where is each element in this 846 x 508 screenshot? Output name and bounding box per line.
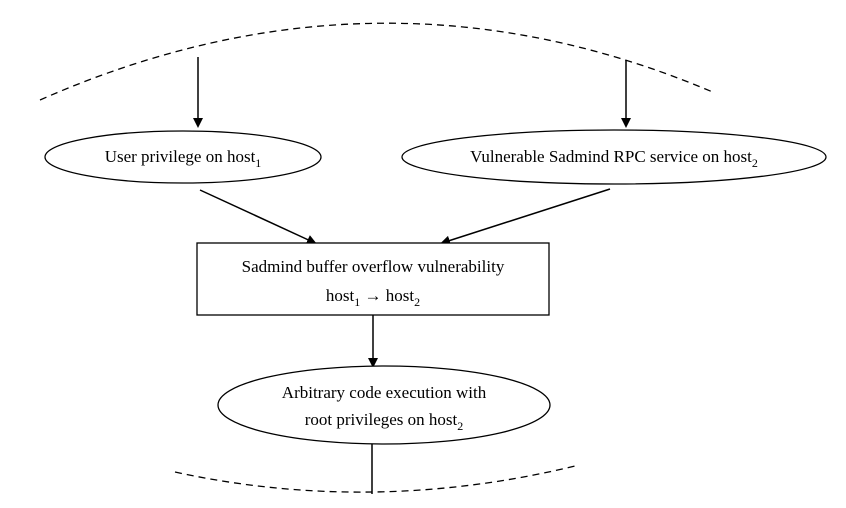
node-code-execution-shape (217, 365, 551, 445)
node-buffer-overflow: Sadmind buffer overflow vulnerability ho… (196, 242, 550, 316)
vulnerable-service-text: Vulnerable Sadmind RPC service on host (470, 147, 752, 166)
vulnerable-service-subscript: 2 (752, 156, 758, 170)
buffer-overflow-arrow: → (360, 286, 386, 305)
node-user-privilege: User privilege on host1 (44, 130, 322, 184)
edge-user-privilege-to-exploit (199, 189, 317, 245)
user-privilege-subscript: 1 (255, 156, 261, 170)
node-user-privilege-shape (44, 130, 322, 184)
code-execution-line1: Arbitrary code execution with (282, 383, 487, 402)
edge-vulnerable-service-to-exploit (440, 188, 611, 246)
node-buffer-overflow-box (196, 242, 550, 316)
user-privilege-text: User privilege on host (105, 147, 256, 166)
top-dashed-boundary (39, 22, 716, 101)
node-code-execution: Arbitrary code execution with root privi… (217, 365, 551, 445)
code-execution-subscript: 2 (457, 419, 463, 433)
buffer-overflow-sub-b: 2 (414, 295, 420, 309)
code-execution-line2: root privileges on host2 (305, 410, 464, 433)
buffer-overflow-line1: Sadmind buffer overflow vulnerability (242, 257, 505, 276)
node-vulnerable-service-shape (401, 129, 827, 185)
buffer-overflow-sub-a: 1 (354, 295, 360, 309)
node-user-privilege-label: User privilege on host1 (105, 147, 262, 170)
node-vulnerable-service: Vulnerable Sadmind RPC service on host2 (401, 129, 827, 185)
bottom-dashed-boundary (174, 465, 576, 493)
buffer-overflow-host-a: host (326, 286, 355, 305)
code-execution-line2-text: root privileges on host (305, 410, 458, 429)
buffer-overflow-line2: host1 → host2 (326, 286, 420, 309)
buffer-overflow-host-b: host (386, 286, 415, 305)
node-vulnerable-service-label: Vulnerable Sadmind RPC service on host2 (470, 147, 758, 170)
